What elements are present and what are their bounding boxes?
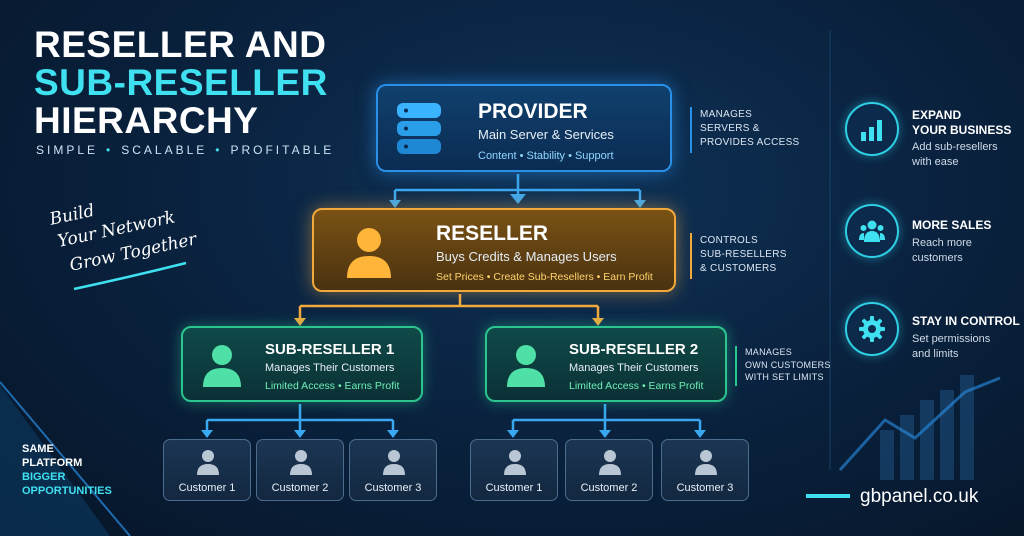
feature-circle-sales [845, 204, 899, 258]
customer-box: Customer 3 [349, 439, 437, 501]
note-line: MANAGES [745, 347, 793, 357]
bottom-slogan-line-1: SAME [22, 443, 54, 455]
feature-title-line: EXPAND [912, 108, 962, 122]
feature-title-line: MORE SALES [912, 218, 992, 232]
note-line: CONTROLS [700, 235, 758, 246]
url-accent-bar [806, 494, 850, 498]
reseller-note-bar [690, 233, 692, 279]
feature-desc-line: customers [912, 252, 963, 264]
reseller-note: CONTROLS SUB-RESELLERS & CUSTOMERS [700, 234, 787, 276]
user-icon [197, 450, 219, 475]
feature-desc-line: Set permissions [912, 333, 991, 345]
reseller-title: RESELLER [436, 222, 549, 245]
feature-title-control: STAY IN CONTROL [912, 314, 1020, 329]
user-icon [383, 450, 405, 475]
customer-label: Customer 1 [178, 482, 236, 494]
bottom-slogan-line-3: BIGGER [22, 471, 66, 483]
customer-box: Customer 3 [661, 439, 749, 501]
provider-title: PROVIDER [478, 100, 588, 123]
users-icon [859, 220, 885, 242]
feature-desc-line: with ease [912, 156, 959, 168]
server-icon [397, 103, 441, 154]
tagline-word: SCALABLE [121, 143, 208, 157]
provider-tags: Content • Stability • Support [478, 150, 614, 162]
title-line-2: SUB-RESELLER [34, 62, 328, 103]
sub-reseller-1-box: SUB-RESELLER 1 Manages Their Customers L… [181, 326, 423, 402]
bar-chart-icon [861, 120, 882, 141]
feature-desc-control: Set permissions and limits [912, 332, 990, 362]
tagline-dot: • [106, 143, 114, 157]
tagline-dot: • [215, 143, 223, 157]
sub-reseller-1-title: SUB-RESELLER 1 [265, 341, 395, 358]
note-line: & CUSTOMERS [700, 263, 777, 274]
user-icon [695, 450, 717, 475]
user-icon [504, 450, 526, 475]
script-underline [73, 261, 187, 291]
feature-desc-sales: Reach more customers [912, 236, 972, 266]
user-icon [599, 450, 621, 475]
user-icon [290, 450, 312, 475]
feature-desc-line: and limits [912, 348, 959, 360]
provider-subtitle: Main Server & Services [478, 127, 614, 142]
sub-note-bar [735, 346, 737, 386]
note-line: PROVIDES ACCESS [700, 137, 800, 148]
reseller-box: RESELLER Buys Credits & Manages Users Se… [312, 208, 676, 292]
title-line-1: RESELLER AND [34, 24, 327, 65]
sub-reseller-2-box: SUB-RESELLER 2 Manages Their Customers L… [485, 326, 727, 402]
customer-label: Customer 2 [271, 482, 329, 494]
gear-icon [859, 316, 885, 342]
customer-label: Customer 2 [580, 482, 638, 494]
tagline-word: PROFITABLE [230, 143, 335, 157]
feature-desc-line: Reach more [912, 237, 972, 249]
sub-reseller-1-tags: Limited Access • Earns Profit [265, 380, 400, 392]
bottom-slogan-line-2: PLATFORM [22, 457, 83, 469]
note-line: MANAGES [700, 109, 753, 120]
sub-reseller-2-subtitle: Manages Their Customers [569, 362, 699, 374]
customer-label: Customer 1 [485, 482, 543, 494]
feature-circle-control [845, 302, 899, 356]
customer-label: Customer 3 [364, 482, 422, 494]
note-line: WITH SET LIMITS [745, 372, 824, 382]
sub-reseller-note: MANAGES OWN CUSTOMERS WITH SET LIMITS [745, 346, 831, 384]
customer-box: Customer 2 [256, 439, 344, 501]
feature-desc-line: Add sub-resellers [912, 141, 998, 153]
customer-box: Customer 2 [565, 439, 653, 501]
note-line: OWN CUSTOMERS [745, 359, 831, 370]
website-url: gbpanel.co.uk [860, 486, 979, 507]
tagline-word: SIMPLE [36, 143, 99, 157]
feature-title-sales: MORE SALES [912, 218, 991, 233]
customer-box: Customer 1 [163, 439, 251, 501]
provider-note: MANAGES SERVERS & PROVIDES ACCESS [700, 108, 800, 150]
provider-note-bar [690, 107, 692, 153]
note-line: SERVERS & [700, 123, 760, 134]
feature-title-expand: EXPAND YOUR BUSINESS [912, 108, 1011, 138]
user-icon [507, 345, 545, 387]
sub-reseller-2-tags: Limited Access • Earns Profit [569, 380, 704, 392]
reseller-tags: Set Prices • Create Sub-Resellers • Earn… [436, 271, 653, 283]
title-line-3: HIERARCHY [34, 100, 259, 141]
feature-desc-expand: Add sub-resellers with ease [912, 140, 998, 170]
tagline: SIMPLE • SCALABLE • PROFITABLE [36, 143, 334, 157]
bottom-slogan-line-4: OPPORTUNITIES [22, 485, 112, 497]
feature-title-line: YOUR BUSINESS [912, 123, 1012, 137]
note-line: SUB-RESELLERS [700, 249, 787, 260]
sub-reseller-2-title: SUB-RESELLER 2 [569, 341, 699, 358]
sub-reseller-1-subtitle: Manages Their Customers [265, 362, 395, 374]
customer-box: Customer 1 [470, 439, 558, 501]
user-icon [203, 345, 241, 387]
feature-circle-expand [845, 102, 899, 156]
provider-box: PROVIDER Main Server & Services Content … [376, 84, 672, 172]
feature-title-line: STAY IN CONTROL [912, 314, 1020, 328]
customer-label: Customer 3 [676, 482, 734, 494]
user-icon [347, 228, 391, 278]
reseller-subtitle: Buys Credits & Manages Users [436, 249, 617, 264]
